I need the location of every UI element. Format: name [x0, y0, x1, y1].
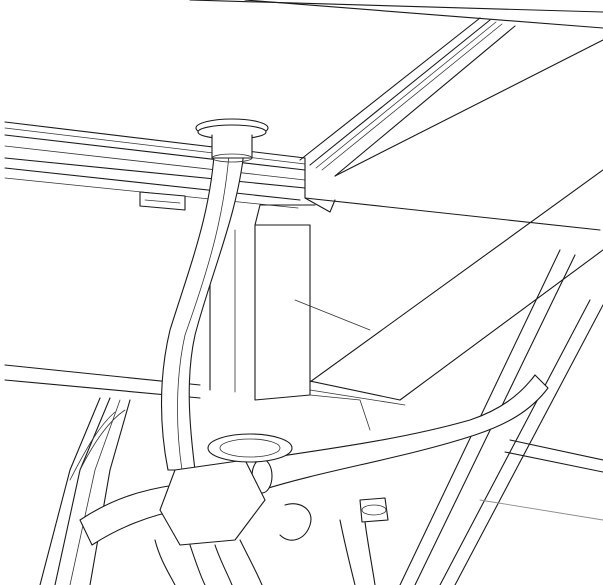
block-detail	[294, 299, 371, 431]
diagonal-beam	[304, 39, 603, 406]
hose-clips	[279, 497, 389, 585]
top-fitting	[195, 118, 269, 163]
left-hose	[69, 409, 181, 546]
mounting-bracket	[139, 191, 186, 211]
top-frame-rail	[189, 0, 603, 177]
t-junction	[154, 433, 293, 585]
